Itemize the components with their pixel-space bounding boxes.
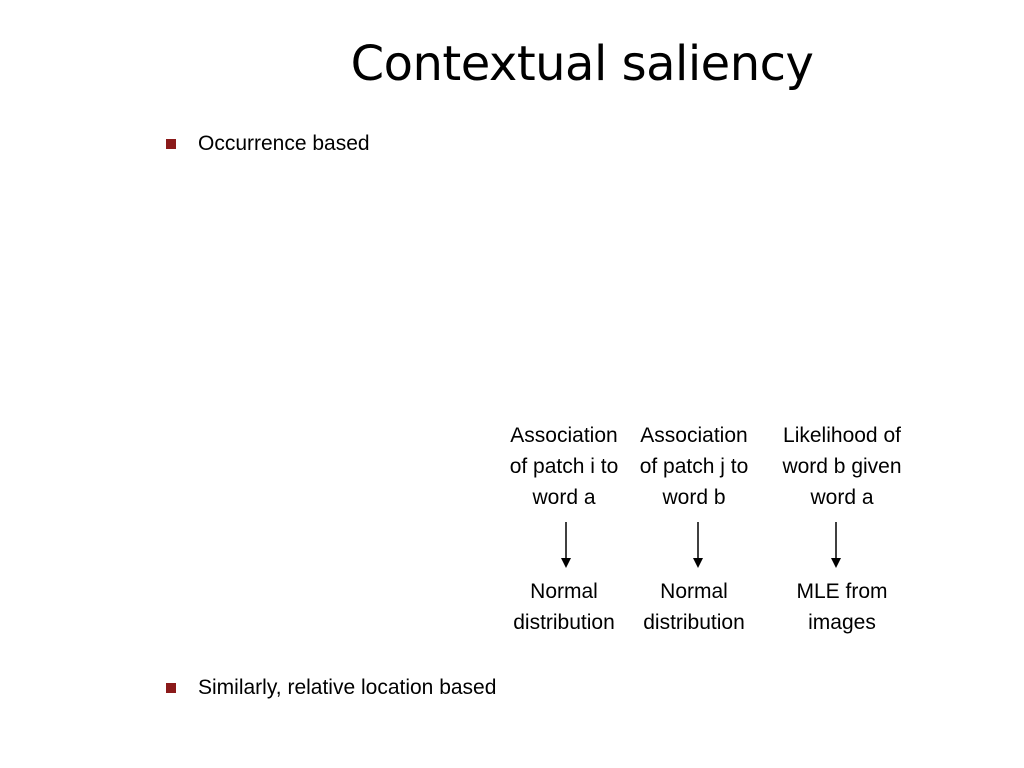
text-line: of patch j to xyxy=(639,455,749,478)
column-1-bottom: Normal distribution xyxy=(504,576,624,638)
text-line: word a xyxy=(532,486,596,509)
down-arrow-icon xyxy=(693,522,703,568)
down-arrow-icon xyxy=(561,522,571,568)
column-3-bottom: MLE from images xyxy=(772,576,912,638)
bullet-relative-location: Similarly, relative location based xyxy=(166,676,496,700)
text-line: images xyxy=(808,611,876,634)
column-1-top: Association of patch i to word a xyxy=(504,420,624,513)
bullet-occurrence: Occurrence based xyxy=(166,132,370,156)
down-arrow-icon xyxy=(831,522,841,568)
text-line: word b xyxy=(662,486,726,509)
text-line: Likelihood of xyxy=(783,424,901,447)
column-2-top: Association of patch j to word b xyxy=(634,420,754,513)
text-line: Normal xyxy=(660,580,728,603)
bullet-text: Occurrence based xyxy=(198,132,370,155)
text-line: distribution xyxy=(643,611,745,634)
column-2-bottom: Normal distribution xyxy=(634,576,754,638)
text-line: word b given xyxy=(782,455,902,478)
slide-title: Contextual saliency xyxy=(350,36,814,92)
bullet-square-icon xyxy=(166,139,176,149)
column-3-top: Likelihood of word b given word a xyxy=(772,420,912,513)
bullet-square-icon xyxy=(166,683,176,693)
text-line: word a xyxy=(810,486,874,509)
text-line: distribution xyxy=(513,611,615,634)
text-line: Association xyxy=(640,424,748,447)
text-line: of patch i to xyxy=(509,455,619,478)
text-line: Association xyxy=(510,424,618,447)
bullet-text: Similarly, relative location based xyxy=(198,676,497,699)
text-line: MLE from xyxy=(796,580,888,603)
text-line: Normal xyxy=(530,580,598,603)
